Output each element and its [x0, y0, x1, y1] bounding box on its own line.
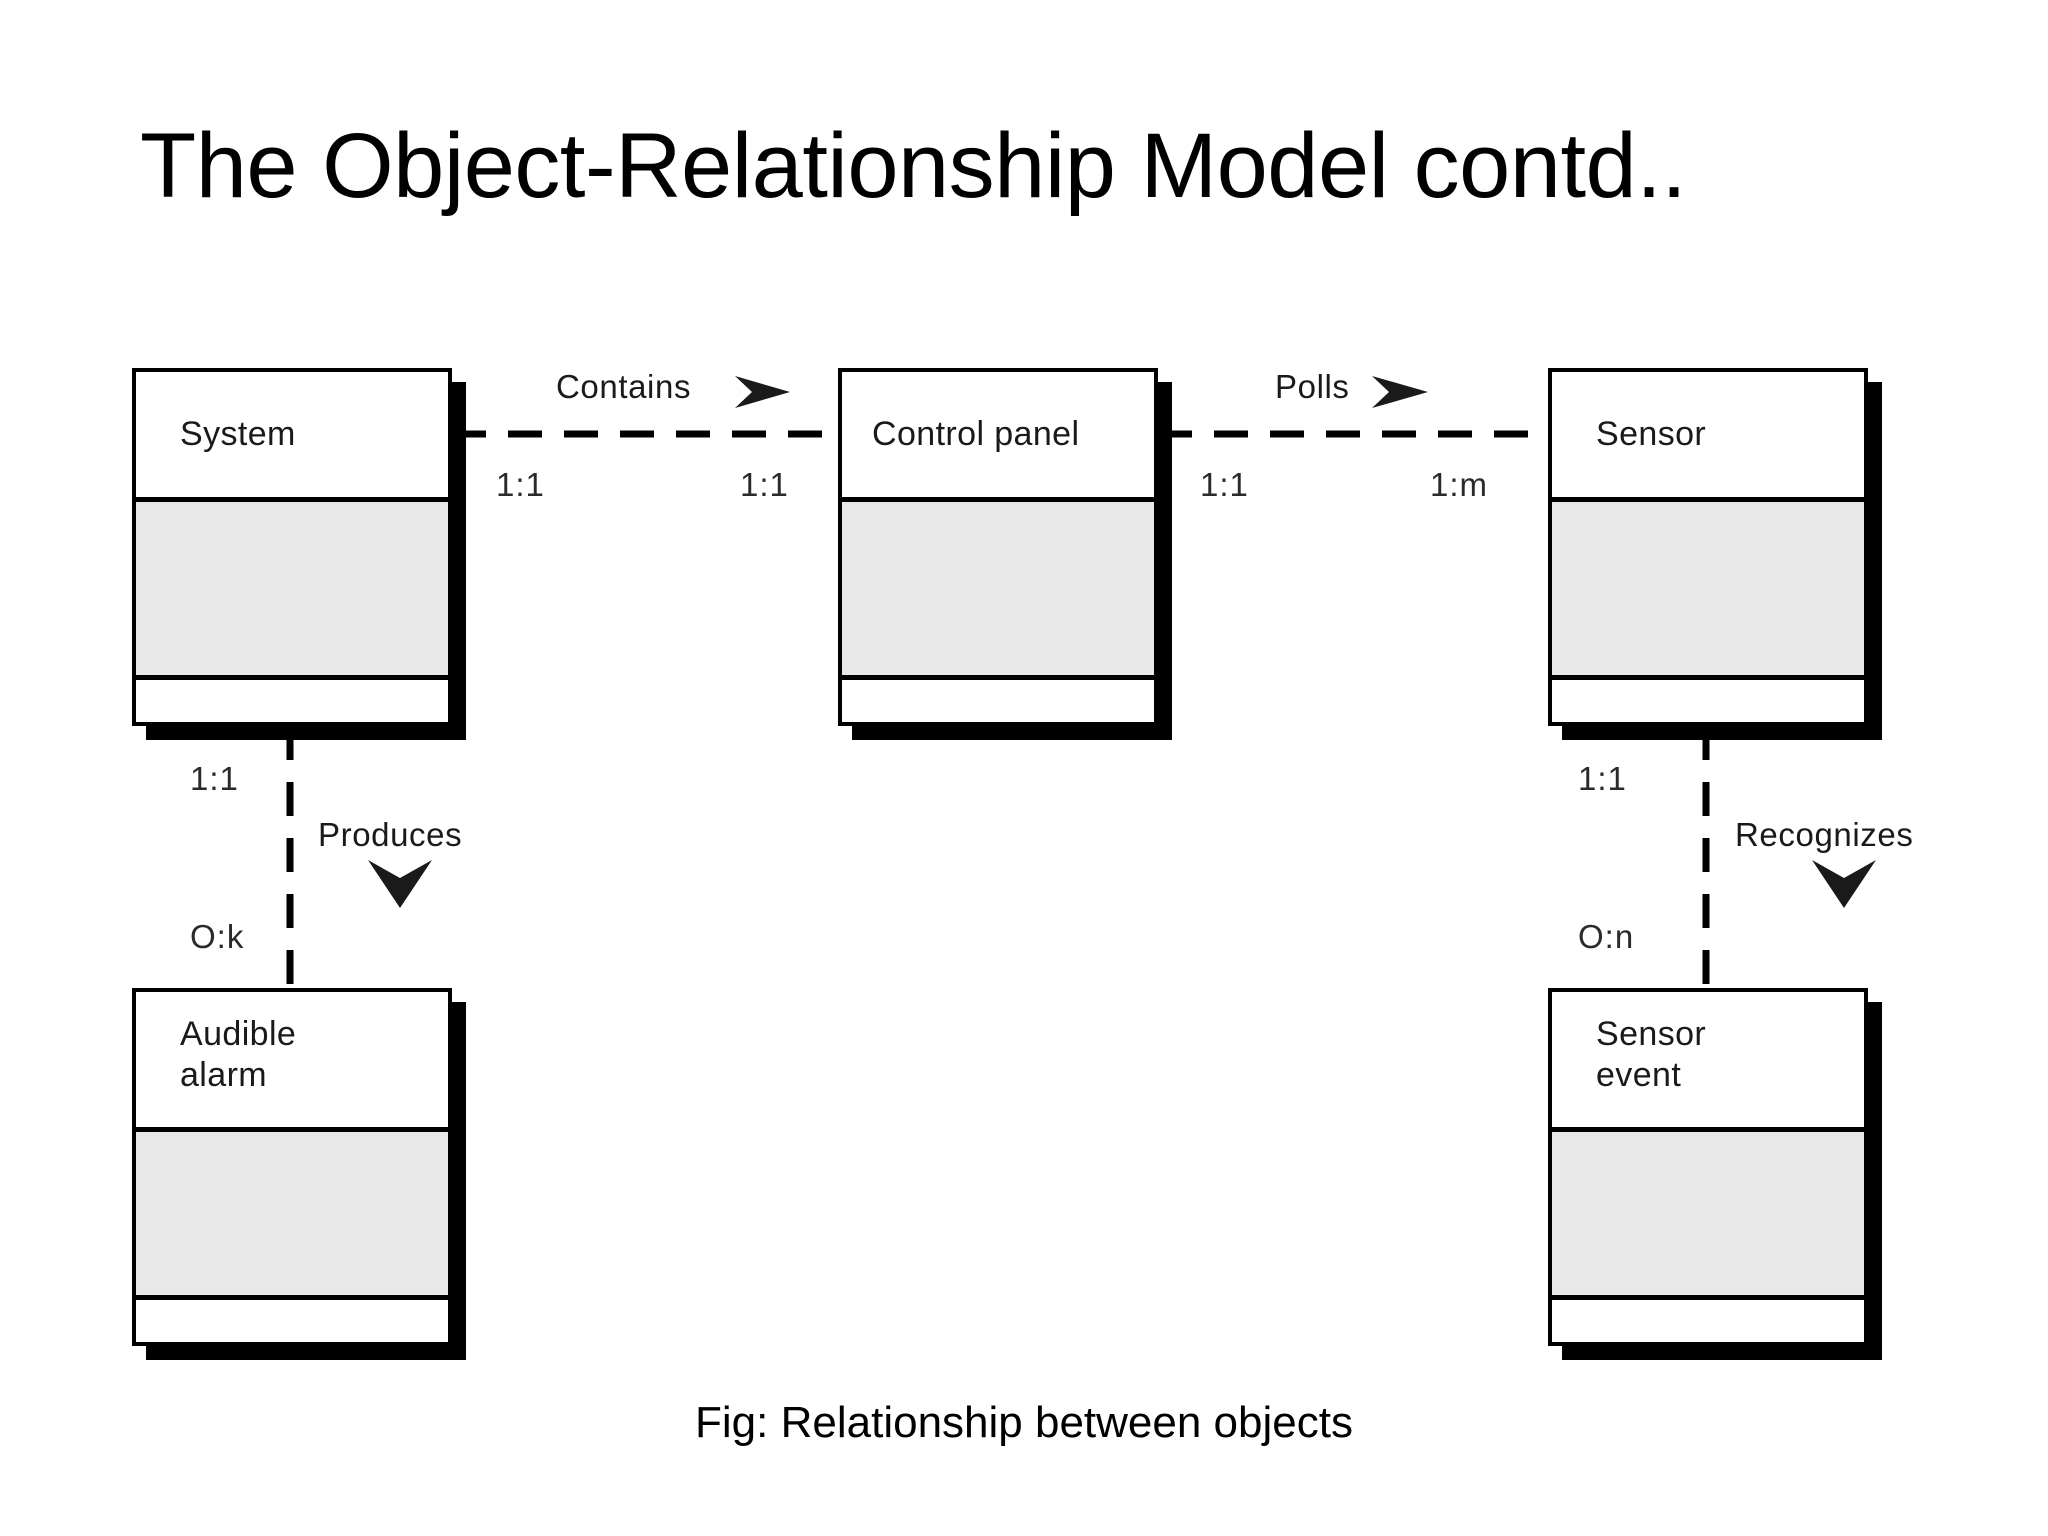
entity-box-system[interactable]: System	[132, 368, 466, 740]
relationship-label-contains: Contains	[556, 368, 692, 405]
cardinality-polls-target: 1:m	[1430, 466, 1489, 503]
entity-operations-section	[136, 1300, 448, 1342]
entity-frame: Sensor event	[1548, 988, 1868, 1346]
cardinality-recognizes-source: 1:1	[1578, 760, 1627, 797]
cardinality-produces-source: 1:1	[190, 760, 239, 797]
entity-attributes-section	[1552, 502, 1864, 680]
arrowhead-produces-icon	[368, 860, 432, 908]
entity-attributes-section	[842, 502, 1154, 680]
entity-name-label: Audible alarm	[180, 1015, 297, 1095]
entity-name-section: Control panel	[842, 372, 1154, 502]
entity-name-label: Sensor	[1596, 414, 1707, 453]
entity-frame: Audible alarm	[132, 988, 452, 1346]
entity-attributes-section	[1552, 1132, 1864, 1300]
cardinality-contains-target: 1:1	[740, 466, 789, 503]
entity-name-label: System	[180, 414, 296, 453]
entity-operations-section	[842, 680, 1154, 722]
cardinality-contains-source: 1:1	[496, 466, 545, 503]
relationship-label-polls: Polls	[1275, 368, 1350, 405]
entity-box-sensor[interactable]: Sensor	[1548, 368, 1882, 740]
entity-box-control-panel[interactable]: Control panel	[838, 368, 1172, 740]
figure-caption: Fig: Relationship between objects	[695, 1398, 1353, 1447]
entity-frame: Control panel	[838, 368, 1158, 726]
arrowhead-contains-icon	[735, 376, 790, 408]
entity-box-audible-alarm[interactable]: Audible alarm	[132, 988, 466, 1360]
entity-operations-section	[1552, 680, 1864, 722]
entity-name-section: Sensor	[1552, 372, 1864, 502]
entity-operations-section	[136, 680, 448, 722]
entity-name-label: Control panel	[872, 414, 1080, 453]
entity-box-sensor-event[interactable]: Sensor event	[1548, 988, 1882, 1360]
arrowhead-polls-icon	[1372, 376, 1428, 408]
relationship-label-recognizes: Recognizes	[1735, 816, 1914, 853]
cardinality-polls-source: 1:1	[1200, 466, 1249, 503]
page-title: The Object-Relationship Model contd..	[140, 115, 1687, 217]
relationship-label-produces: Produces	[318, 816, 463, 853]
entity-attributes-section	[136, 1132, 448, 1300]
entity-name-label: Sensor event	[1596, 1015, 1707, 1095]
entity-name-section: System	[136, 372, 448, 502]
entity-operations-section	[1552, 1300, 1864, 1342]
entity-name-section: Audible alarm	[136, 992, 448, 1132]
arrowhead-recognizes-icon	[1812, 860, 1876, 908]
cardinality-produces-target: O:k	[190, 918, 245, 955]
entity-frame: System	[132, 368, 452, 726]
entity-name-section: Sensor event	[1552, 992, 1864, 1132]
cardinality-recognizes-target: O:n	[1578, 918, 1635, 955]
entity-frame: Sensor	[1548, 368, 1868, 726]
entity-attributes-section	[136, 502, 448, 680]
